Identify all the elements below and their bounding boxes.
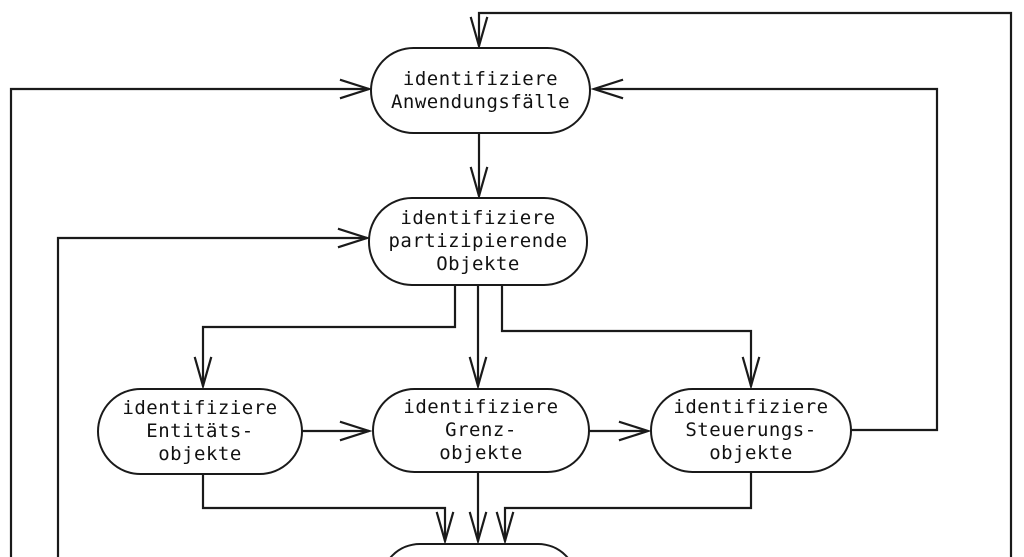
edge-steuerungs-to-anwendungsfaelle-right xyxy=(590,78,939,432)
node-identifiziere-partizipierende-objekte: identifiziere partizipierende Objekte xyxy=(368,197,588,286)
edge-loop-left2-to-partizipierende-left xyxy=(56,227,371,557)
edge-entitaets-to-grenz xyxy=(301,420,373,442)
edge-anwendungsfaelle-to-partizipierende xyxy=(469,132,489,201)
node-identifiziere-anwendungsfaelle: identifiziere Anwendungsfälle xyxy=(370,47,591,134)
edge-steuerungs-to-bottom-node xyxy=(495,472,753,546)
edge-loop-right-to-anwendungsfaelle-top xyxy=(469,11,1013,557)
edge-partizipierende-to-entitaets xyxy=(193,284,457,391)
edge-grenz-to-bottom-node xyxy=(468,472,488,546)
node-identifiziere-entitaetsobjekte: identifiziere Entitäts- objekte xyxy=(97,388,303,475)
node-identifiziere-steuerungsobjekte: identifiziere Steuerungs- objekte xyxy=(650,388,852,473)
node-identifiziere-grenzobjekte: identifiziere Grenz- objekte xyxy=(372,388,590,473)
edge-partizipierende-to-steuerungs xyxy=(500,284,761,391)
edge-grenz-to-steuerungs xyxy=(588,420,652,442)
edge-entitaets-to-bottom-node xyxy=(201,473,455,546)
edge-loop-left1-to-anwendungsfaelle-left xyxy=(9,78,373,557)
edge-partizipierende-to-grenz xyxy=(468,284,488,391)
node-bottom-partial xyxy=(380,543,578,557)
